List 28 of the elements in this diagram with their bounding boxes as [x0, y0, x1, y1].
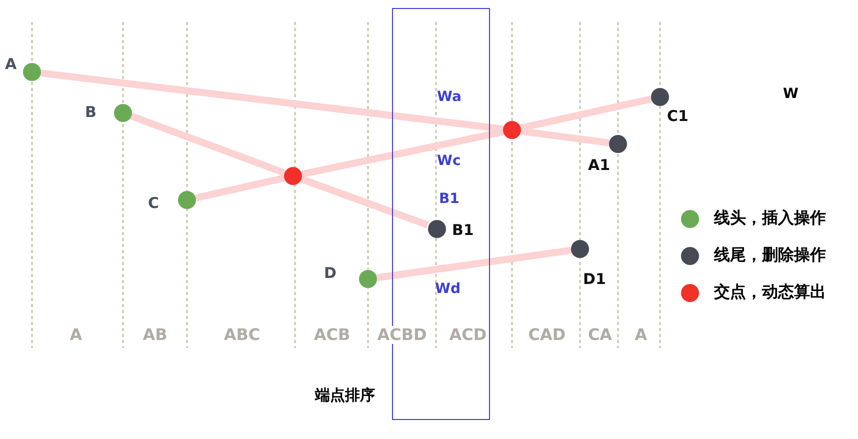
sweep-label: Wa [437, 90, 462, 104]
point-label: A [5, 57, 17, 72]
line-segment [40, 70, 504, 132]
intersection-dot [284, 167, 302, 185]
point-label: C1 [667, 109, 688, 124]
line-segment [376, 246, 572, 282]
point-label: A1 [588, 158, 610, 173]
point-label: B1 [452, 223, 474, 238]
intersection-dot [503, 121, 521, 139]
region-label: W [783, 87, 798, 101]
sweep-label: Wd [435, 282, 460, 296]
line-segment [301, 128, 504, 178]
line-segment [300, 176, 429, 228]
sweep-label: B1 [439, 192, 460, 206]
point-label: B [85, 105, 96, 120]
point-label: D [324, 266, 336, 281]
point-label: D1 [583, 272, 606, 287]
line-segment [130, 112, 286, 176]
line-segment [520, 128, 610, 146]
axis-caption: 端点排序 [315, 388, 375, 403]
point-label: C [148, 196, 160, 211]
status-label: ACBD [376, 326, 428, 344]
line-segment [195, 174, 285, 202]
line-segment [520, 96, 652, 132]
sweep-label: Wc [437, 154, 461, 168]
legend-text: 线尾，删除操作 [714, 247, 826, 263]
legend-text: 交点，动态算出 [714, 284, 826, 300]
legend-text: 线头，插入操作 [714, 210, 826, 226]
